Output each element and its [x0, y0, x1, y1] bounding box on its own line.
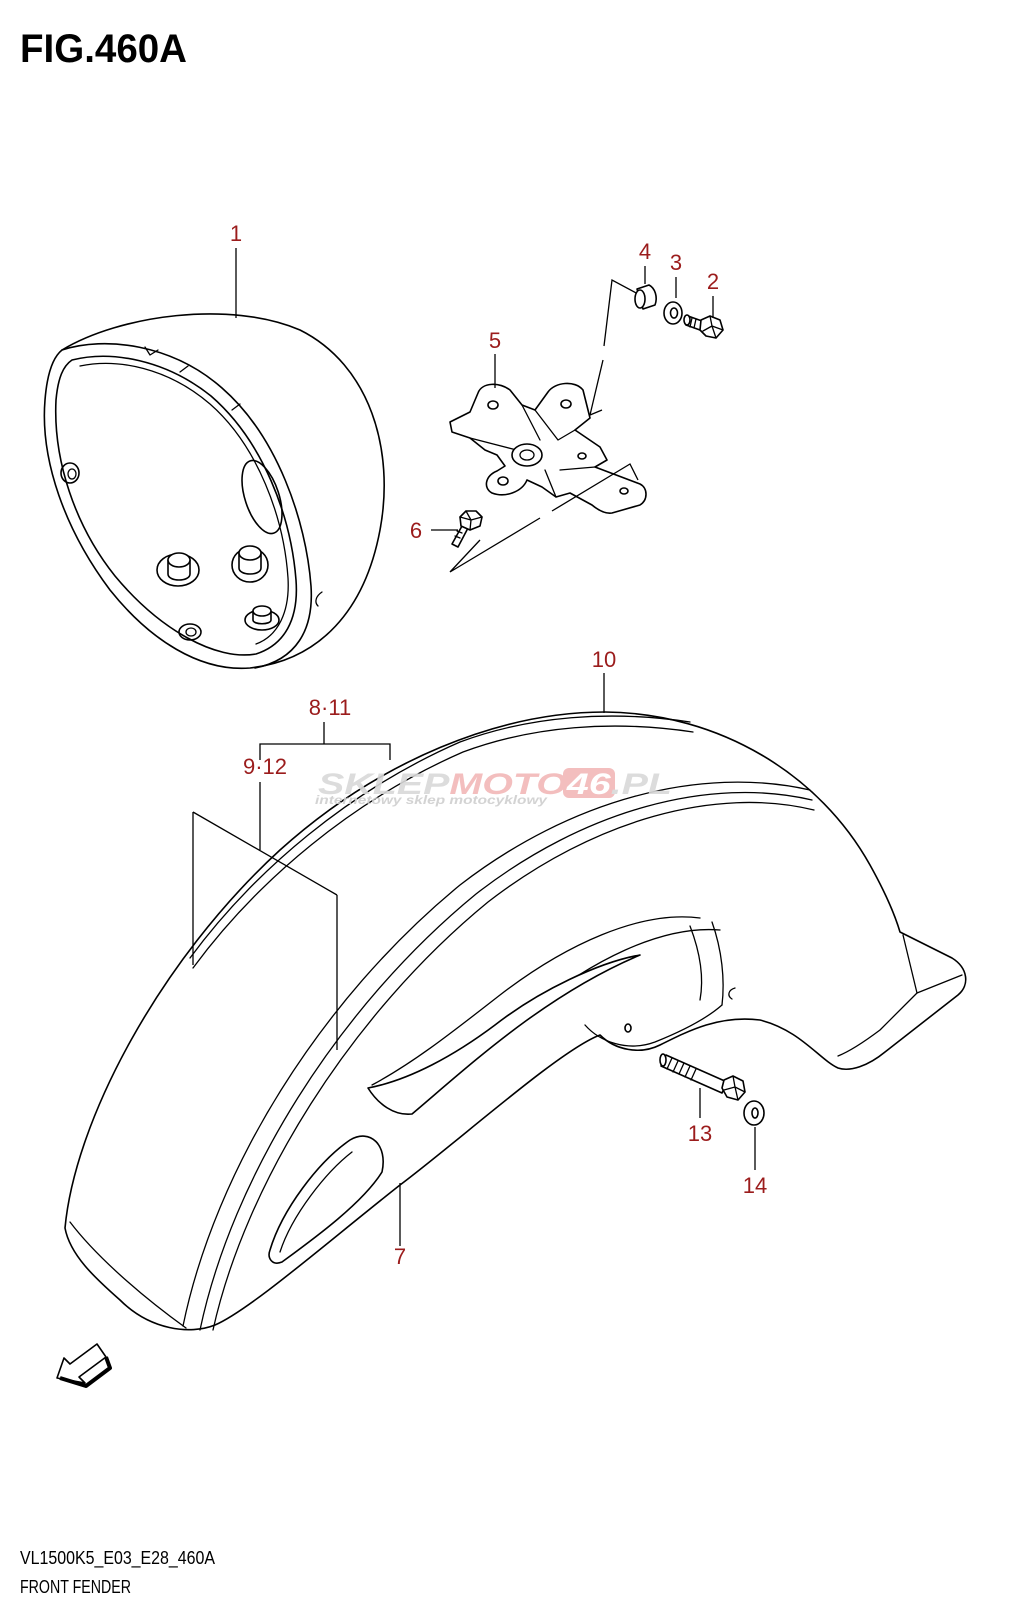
watermark-brand-part-4: .PL	[611, 768, 672, 801]
callout-1: 1	[230, 221, 242, 246]
watermark-tagline: internetowy sklep motocyklowy	[315, 795, 548, 807]
front-fender-inner-edge	[371, 916, 701, 1086]
callout-7: 7	[394, 1244, 406, 1269]
headlight-housing-hole-bottom-inner	[185, 627, 197, 637]
grommet-left	[156, 552, 200, 587]
spacer	[634, 284, 657, 310]
headlight-housing-notch	[231, 403, 241, 411]
front-fender-bolt-hole	[624, 1023, 632, 1033]
headlight-housing-mark	[315, 591, 323, 607]
headlight-housing-slot	[179, 365, 189, 373]
bracket-hole-5	[619, 487, 629, 495]
model-code: VL1500K5_E03_E28_460A	[20, 1548, 215, 1569]
callout-8-11: 8·11	[309, 695, 351, 720]
callout-9-12: 9·12	[243, 754, 287, 779]
headlight-housing-opening	[241, 459, 283, 535]
front-fender-edge-line	[189, 715, 691, 959]
headlight-bracket-fold-3	[534, 409, 576, 441]
bolt-2	[683, 314, 724, 339]
callout-14: 14	[743, 1173, 767, 1198]
headlight-housing-hole-left	[60, 462, 80, 484]
front-fender-stripe	[182, 781, 811, 1327]
watermark-brand-part-3: 46	[566, 768, 612, 801]
headlight-bracket-tube-bore	[519, 449, 535, 461]
headlight-bracket-tube	[511, 443, 543, 467]
front-fender-slot-upper	[367, 954, 641, 1115]
callout-10: 10	[592, 647, 616, 672]
headlight-housing-rim-line	[79, 362, 289, 645]
front-fender-stripe-3	[212, 801, 815, 1331]
front-fender-fork-mount-2	[711, 921, 724, 1006]
front-fender-stripe-2	[199, 791, 813, 1331]
front-fender-slot-lower-line	[279, 1151, 353, 1253]
washer	[663, 301, 683, 325]
figure-caption: FRONT FENDER	[20, 1577, 131, 1597]
headlight-bracket	[449, 382, 647, 514]
figure-title: FIG.460A	[20, 27, 187, 71]
assembly-line-lower	[449, 517, 541, 573]
callout-4: 4	[639, 239, 651, 264]
assembly-line-upper	[603, 278, 639, 347]
headlight-housing-rim-outer	[61, 342, 313, 669]
bracket-hole-2	[560, 399, 572, 409]
watermark-brand-part-1: SKLEP	[318, 768, 451, 801]
bracket-hole-4	[497, 476, 509, 486]
bracket-8-11	[259, 722, 391, 760]
bolt-6	[451, 510, 483, 548]
front-fender-mark	[728, 987, 736, 1000]
callout-2: 2	[707, 269, 719, 294]
headlight-bracket-fold-2	[521, 404, 541, 441]
front-fender	[64, 711, 967, 1331]
headlight-housing-rim-inner	[54, 355, 298, 656]
bracket-hole-3	[577, 452, 587, 460]
front-direction-arrow-icon	[56, 1343, 112, 1388]
headlight-bracket-fold-5	[559, 466, 596, 471]
washer-14	[743, 1100, 765, 1126]
assembly-line-upper-2	[589, 359, 604, 417]
callout-13: 13	[688, 1121, 712, 1146]
grommet-right	[231, 545, 269, 583]
headlight-bracket-body	[449, 382, 647, 514]
front-fender-tail-edge-2	[916, 974, 963, 994]
front-fender-slot-lower	[268, 1135, 384, 1264]
callout-6: 6	[410, 518, 422, 543]
bracket-hole-1	[487, 400, 499, 410]
front-fender-tail-edge	[837, 934, 918, 1057]
decal-outline	[192, 811, 338, 1050]
headlight-bracket-fold-4	[544, 469, 557, 498]
watermark-number-box	[563, 768, 615, 798]
front-fender-front-edge	[69, 1221, 187, 1329]
front-fender-fork-mount	[584, 1004, 723, 1047]
watermark-brand-part-2: MOTO	[449, 768, 566, 801]
assembly-line-lower-2	[551, 463, 639, 512]
grommet-lower	[244, 605, 280, 631]
callout-3: 3	[670, 250, 682, 275]
headlight-housing-shell	[43, 313, 385, 670]
headlight-housing-hole-left-inner	[67, 468, 77, 480]
front-fender-edge-line-2	[192, 725, 694, 969]
headlight-housing-tab	[144, 346, 159, 356]
headlight-housing-hole-bottom	[178, 623, 202, 641]
bolt-13	[659, 1053, 746, 1101]
headlight-housing	[43, 313, 385, 670]
front-fender-fork-mount-3	[689, 925, 703, 1001]
callout-5: 5	[489, 328, 501, 353]
